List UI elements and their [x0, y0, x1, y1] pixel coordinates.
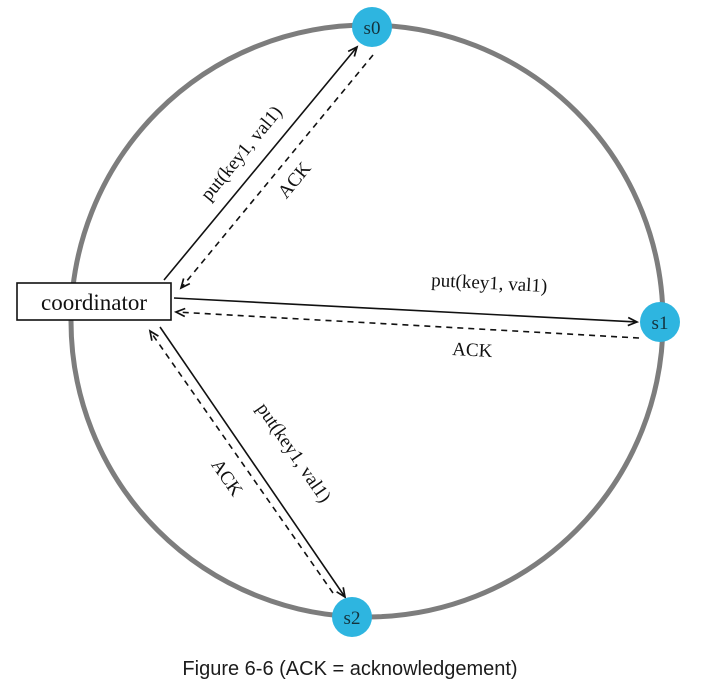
edge-ack-s2: [148, 329, 334, 594]
coordinator-label: coordinator: [41, 290, 147, 315]
edge-label-ack-s0: ACK: [274, 158, 316, 203]
edge-put-s1: [173, 297, 640, 327]
node-s0-label: s0: [364, 18, 381, 39]
node-s2: s2: [332, 597, 372, 637]
node-s0: s0: [352, 7, 392, 47]
edge-put-s0: [163, 45, 359, 281]
node-s1-label: s1: [652, 313, 669, 334]
hash-ring: [68, 22, 666, 620]
edge-label-ack-s1: ACK: [452, 339, 493, 362]
edge-label-ack-s2: ACK: [207, 455, 247, 500]
edge-label-put-s2: put(key1, val1): [252, 399, 335, 507]
edge-ack-s0: [179, 54, 374, 290]
coordinator-box: coordinator: [16, 282, 172, 321]
node-s2-label: s2: [344, 608, 361, 629]
figure-caption: Figure 6-6 (ACK = acknowledgement): [182, 658, 517, 680]
node-s2-circle: [332, 597, 372, 637]
edge-label-put-s1: put(key1, val1): [431, 270, 548, 297]
node-s0-circle: [352, 7, 392, 47]
node-s1-circle: [640, 302, 680, 342]
edge-ack-s1: [173, 307, 640, 339]
node-s1: s1: [640, 302, 680, 342]
edge-put-s2: [159, 326, 347, 599]
coordinator-rect: [16, 282, 172, 321]
